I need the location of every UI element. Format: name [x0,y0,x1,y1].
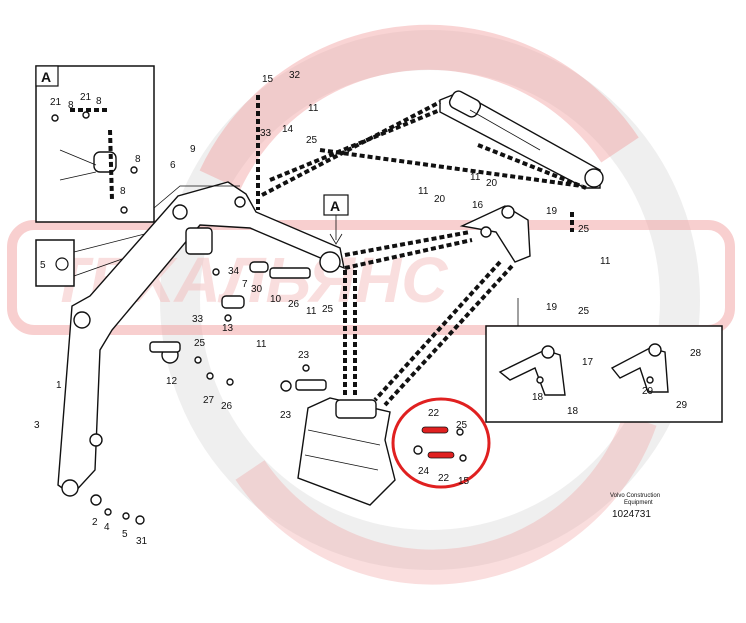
detail-linkage-label-18: 18 [532,392,544,403]
label-16: 16 [472,200,484,211]
detail-a-label-8c: 8 [135,154,141,165]
label-34: 34 [228,266,240,277]
label-32: 32 [289,70,301,81]
credit-line-1: Volvo Construction [610,493,660,499]
label-3: 3 [34,420,40,431]
detail-linkage-label-29b: 29 [676,400,688,411]
label-4: 4 [104,522,110,533]
bucket [280,364,396,506]
label-22a: 22 [428,408,440,419]
label-31: 31 [136,536,148,547]
boom-pins [90,261,311,525]
label-24: 24 [418,466,430,477]
label-15a: 15 [262,74,274,85]
highlight-circle [391,397,491,489]
boom-cylinder [439,90,604,189]
label-30: 30 [251,284,263,295]
label-26: 26 [288,299,300,310]
label-10: 10 [270,294,282,305]
label-25a: 25 [322,304,334,315]
label-6: 6 [170,160,176,171]
label-25b: 25 [194,338,206,349]
label-5: 5 [122,529,128,540]
label-1: 1 [56,380,62,391]
dashed-links [256,95,587,407]
detail-linkage-label-28: 28 [690,348,702,359]
label-20a: 20 [434,194,446,205]
detail-a-label-21: 21 [50,97,62,108]
label-19a: 19 [546,206,558,217]
label-11d: 11 [418,186,429,197]
label-23b: 23 [280,410,292,421]
label-23a: 23 [298,350,310,361]
detail-linkage-label-18b: 18 [567,406,579,417]
label-22b: 22 [438,473,450,484]
detail-a-letter: A [41,69,51,85]
detail-a-label-21b: 21 [80,92,92,103]
detail-view-linkage: 17 28 18 18 29 29 [485,298,723,423]
credit: Volvo Construction Equipment 1024731 [610,493,660,520]
label-25d: 25 [578,224,590,235]
label-25f: 25 [456,420,468,431]
label-11f: 11 [600,256,611,267]
callout-label-5: 5 [40,260,46,271]
label-19b: 19 [546,302,558,313]
label-15b: 15 [458,476,470,487]
credit-line-2: Equipment [624,500,653,506]
label-33b: 33 [260,128,272,139]
label-7: 7 [242,279,248,290]
label-9: 9 [190,144,196,155]
linkage-assembly [459,205,531,263]
detail-a-label-8d: 8 [120,186,126,197]
section-marker-a: A [323,194,349,245]
drawing-code: 1024731 [612,509,651,520]
label-25c: 25 [306,135,318,146]
detail-a-label-8b: 8 [96,96,102,107]
label-12: 12 [166,376,178,387]
detail-a-label-8: 8 [68,100,74,111]
label-14: 14 [282,124,294,135]
label-2: 2 [92,517,98,528]
label-25e: 25 [578,306,590,317]
label-11b: 11 [256,339,267,350]
label-33a: 33 [192,314,204,325]
label-11c: 11 [308,103,319,114]
label-11e: 11 [470,172,481,183]
detail-view-a: A 21 8 21 8 8 8 [35,65,155,223]
detail-linkage-label-29: 29 [642,386,654,397]
label-11a: 11 [306,306,317,317]
label-20b: 20 [486,178,498,189]
label-27: 27 [203,395,215,406]
label-26b: 26 [221,401,233,412]
section-marker-letter: A [330,198,340,214]
label-13: 13 [222,323,234,334]
detail-linkage-label-17: 17 [582,357,594,368]
boom [57,181,345,497]
part-labels: 1 3 6 9 2 4 5 31 7 34 30 10 26 11 25 33 … [34,70,611,547]
